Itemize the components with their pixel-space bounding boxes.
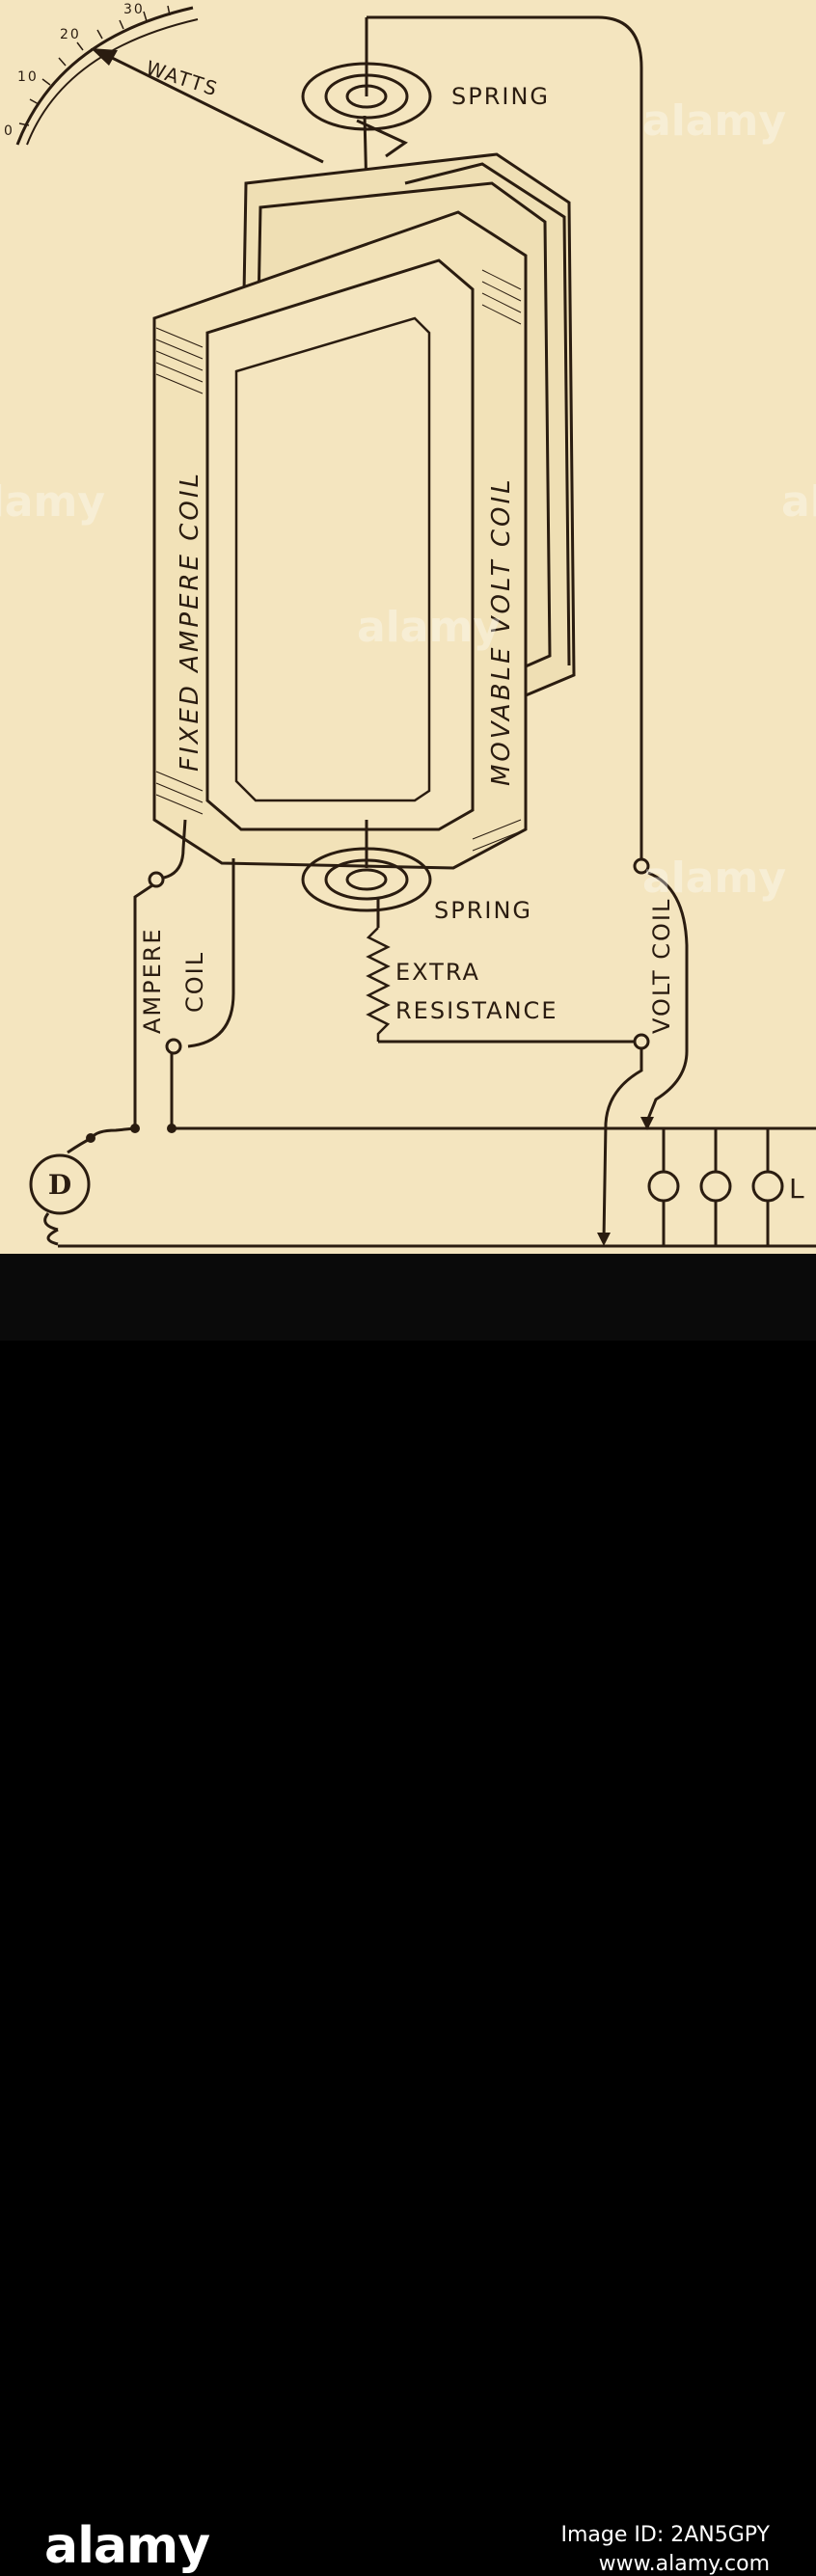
movable-volt-coil-label: MOVABLE VOLT COIL xyxy=(487,476,516,786)
spring-top-label: SPRING xyxy=(451,83,550,110)
dynamo: D xyxy=(29,1136,93,1232)
dynamo-label: D xyxy=(48,1169,71,1201)
watermark-center: alamy xyxy=(357,603,501,652)
lamps-label: L xyxy=(789,1173,806,1205)
volt-coil-wire-top xyxy=(367,15,643,858)
watermark-bottom-right: alamy xyxy=(642,854,786,903)
watts-scale: 0 10 20 30 WATTS xyxy=(4,2,222,146)
scale-tick-10: 10 xyxy=(17,69,39,85)
watermark-left: alamy xyxy=(0,477,105,527)
ampere-coil-label-2: COIL xyxy=(181,951,208,1013)
lamps: L xyxy=(647,1128,806,1246)
lamp-3 xyxy=(751,1170,784,1203)
image-id: Image ID: 2AN5GPY xyxy=(560,2523,771,2547)
bottom-spring xyxy=(301,820,432,928)
footer-bar: alamy Image ID: 2AN5GPY www.alamy.com xyxy=(0,1254,816,2576)
extra-resistance-label-1: EXTRA xyxy=(395,959,480,986)
watermarks: alamy alamy alamy alamy alamy xyxy=(0,96,816,903)
scale-tick-0: 0 xyxy=(4,123,14,139)
watermark-right: alamy xyxy=(781,477,816,527)
scale-tick-20: 20 xyxy=(60,27,81,42)
watermark-top-right: alamy xyxy=(642,96,786,146)
volt-coil-terminals xyxy=(597,857,689,1246)
site-url: www.alamy.com xyxy=(598,2552,770,2576)
fixed-ampere-coil-label: FIXED AMPERE COIL xyxy=(176,471,204,772)
ampere-coil-label-1: AMPERE xyxy=(139,927,166,1034)
alamy-logo: alamy xyxy=(44,2517,210,2575)
lamp-2 xyxy=(699,1170,732,1203)
extra-resistance-label-2: RESISTANCE xyxy=(395,997,558,1024)
extra-resistance xyxy=(366,927,641,1044)
main-circuit xyxy=(46,1124,816,1248)
diagram-svg: 0 10 20 30 WATTS SPRING xyxy=(0,2,816,1248)
fixed-ampere-coil xyxy=(152,210,528,870)
wattmeter-diagram: 0 10 20 30 WATTS SPRING xyxy=(0,0,816,1254)
lamp-1 xyxy=(647,1170,680,1203)
volt-coil-label: VOLT COIL xyxy=(648,898,675,1034)
scale-tick-30: 30 xyxy=(123,2,145,17)
ampere-coil-terminals xyxy=(133,819,235,1128)
spring-bottom-label: SPRING xyxy=(434,897,532,924)
pointer-needle xyxy=(91,48,324,164)
